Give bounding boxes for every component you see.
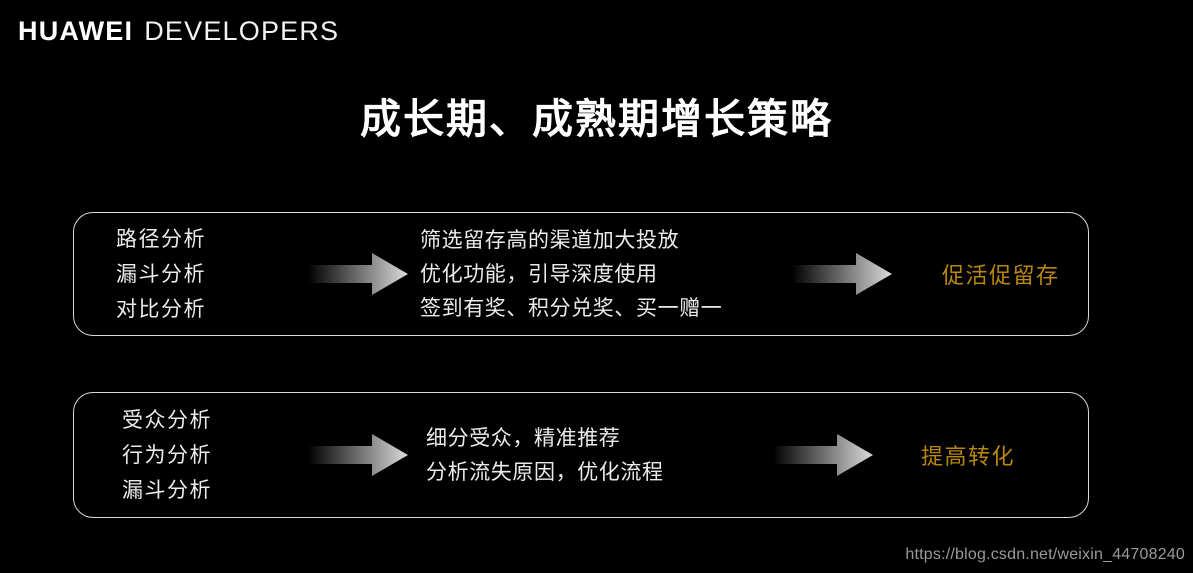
list-item: 行为分析 [122, 442, 212, 467]
source-watermark: https://blog.csdn.net/weixin_44708240 [905, 546, 1185, 563]
analysis-methods-list-growth: 路径分析 漏斗分析 对比分析 [116, 222, 298, 327]
arrow-right-icon [792, 252, 892, 296]
strategy-actions-list-growth: 筛选留存高的渠道加大投放 优化功能，引导深度使用 签到有奖、积分兑奖、买一赠一 [420, 223, 750, 325]
list-item: 签到有奖、积分兑奖、买一赠一 [420, 296, 723, 320]
outcome-label: 促活促留存 [942, 263, 1060, 288]
analysis-methods-list-mature: 受众分析 行为分析 漏斗分析 [122, 403, 304, 508]
list-item: 对比分析 [116, 296, 206, 321]
list-item: 漏斗分析 [122, 477, 212, 502]
list-item: 路径分析 [116, 226, 206, 251]
list-item: 漏斗分析 [116, 261, 206, 286]
outcome-growth: 促活促留存 [942, 258, 1060, 290]
list-item: 分析流失原因，优化流程 [426, 460, 664, 484]
outcome-mature: 提高转化 [921, 439, 1015, 471]
outcome-label: 提高转化 [921, 444, 1016, 469]
page-title: 成长期、成熟期增长策略 [360, 96, 833, 142]
brand-name-huawei: HUAWEI [18, 16, 134, 46]
arrow-right-icon [308, 252, 408, 296]
list-item: 优化功能，引导深度使用 [420, 262, 658, 286]
strategy-box-mature: 受众分析 行为分析 漏斗分析 细分受众，精准推荐 分析流失原因，优化流程 [73, 392, 1089, 518]
list-item: 受众分析 [122, 407, 212, 432]
strategy-box-growth: 路径分析 漏斗分析 对比分析 筛选留存高的渠道加大投放 优化功能，引导深度使用 … [73, 212, 1089, 336]
huawei-developers-logo: HUAWEI DEVELOPERS [18, 16, 339, 47]
arrow-right-icon [773, 433, 873, 477]
arrow-right-icon [308, 433, 408, 477]
brand-name-developers: DEVELOPERS [144, 16, 340, 46]
strategy-actions-list-mature: 细分受众，精准推荐 分析流失原因，优化流程 [426, 421, 741, 489]
list-item: 细分受众，精准推荐 [426, 426, 621, 450]
list-item: 筛选留存高的渠道加大投放 [420, 228, 680, 252]
